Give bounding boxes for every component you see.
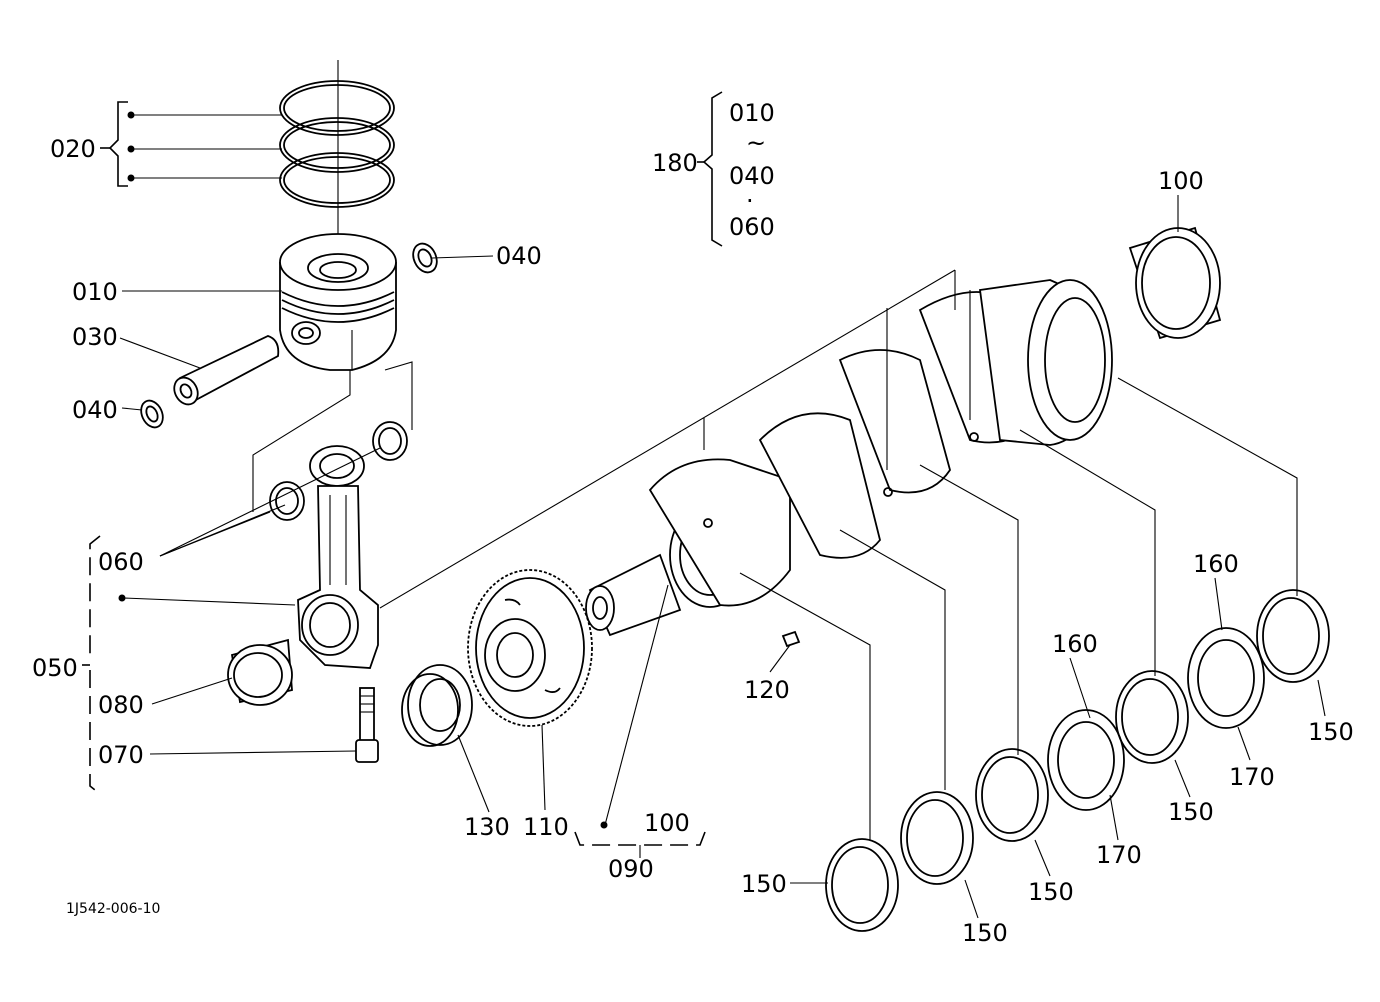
main-bearing-5 bbox=[1256, 589, 1330, 683]
label-090-100: 100 bbox=[644, 809, 690, 837]
label-030: 030 bbox=[72, 323, 118, 351]
label-010: 010 bbox=[72, 278, 118, 306]
leader-lines bbox=[82, 91, 1326, 919]
label-180-dot: · bbox=[746, 187, 754, 215]
label-160-right: 160 bbox=[1193, 550, 1239, 578]
label-080: 080 bbox=[98, 691, 144, 719]
main-bearing-3 bbox=[975, 748, 1049, 842]
main-bearing-4 bbox=[1115, 670, 1189, 764]
label-180: 180 bbox=[652, 149, 698, 177]
part-number-labels: 020 010 030 040 040 060 050 080 070 130 … bbox=[32, 99, 1354, 947]
thrust-washer-1 bbox=[1047, 709, 1125, 811]
label-070: 070 bbox=[98, 741, 144, 769]
label-180-010: 010 bbox=[729, 99, 775, 127]
crank-gear-large bbox=[467, 569, 593, 727]
label-100-top: 100 bbox=[1158, 167, 1204, 195]
label-180-060: 060 bbox=[729, 213, 775, 241]
label-020: 020 bbox=[50, 135, 96, 163]
label-040-upper: 040 bbox=[496, 242, 542, 270]
label-170-left: 170 bbox=[1096, 841, 1142, 869]
crank-gear-small bbox=[401, 664, 473, 747]
connecting-rod bbox=[269, 421, 408, 669]
label-150-1: 150 bbox=[741, 870, 787, 898]
label-180-040: 040 bbox=[729, 162, 775, 190]
label-180-tilde: ~ bbox=[746, 129, 766, 157]
connecting-rod-bolt bbox=[355, 687, 379, 763]
label-130: 130 bbox=[464, 813, 510, 841]
crankshaft bbox=[585, 279, 1113, 648]
main-bearing-2 bbox=[900, 791, 974, 885]
big-end-bearing bbox=[227, 638, 293, 706]
snap-ring-upper bbox=[412, 242, 438, 274]
label-090: 090 bbox=[608, 855, 654, 883]
label-150-4: 150 bbox=[1168, 798, 1214, 826]
main-bearings bbox=[825, 589, 1330, 932]
label-150-5: 150 bbox=[1308, 718, 1354, 746]
label-170-right: 170 bbox=[1229, 763, 1275, 791]
label-160-left: 160 bbox=[1052, 630, 1098, 658]
label-050: 050 bbox=[32, 654, 78, 682]
main-bearing-1 bbox=[825, 838, 899, 932]
label-110: 110 bbox=[523, 813, 569, 841]
oil-seal-rear bbox=[1128, 226, 1222, 340]
piston-pin bbox=[173, 335, 280, 406]
label-040-lower: 040 bbox=[72, 396, 118, 424]
label-120: 120 bbox=[744, 676, 790, 704]
label-150-2: 150 bbox=[962, 919, 1008, 947]
piston bbox=[279, 233, 397, 371]
label-060: 060 bbox=[98, 548, 144, 576]
label-150-3: 150 bbox=[1028, 878, 1074, 906]
reference-dots bbox=[118, 111, 608, 829]
thrust-washer-2 bbox=[1187, 627, 1265, 729]
drawing-code: 1J542-006-10 bbox=[66, 901, 160, 917]
snap-ring-lower bbox=[140, 399, 164, 429]
